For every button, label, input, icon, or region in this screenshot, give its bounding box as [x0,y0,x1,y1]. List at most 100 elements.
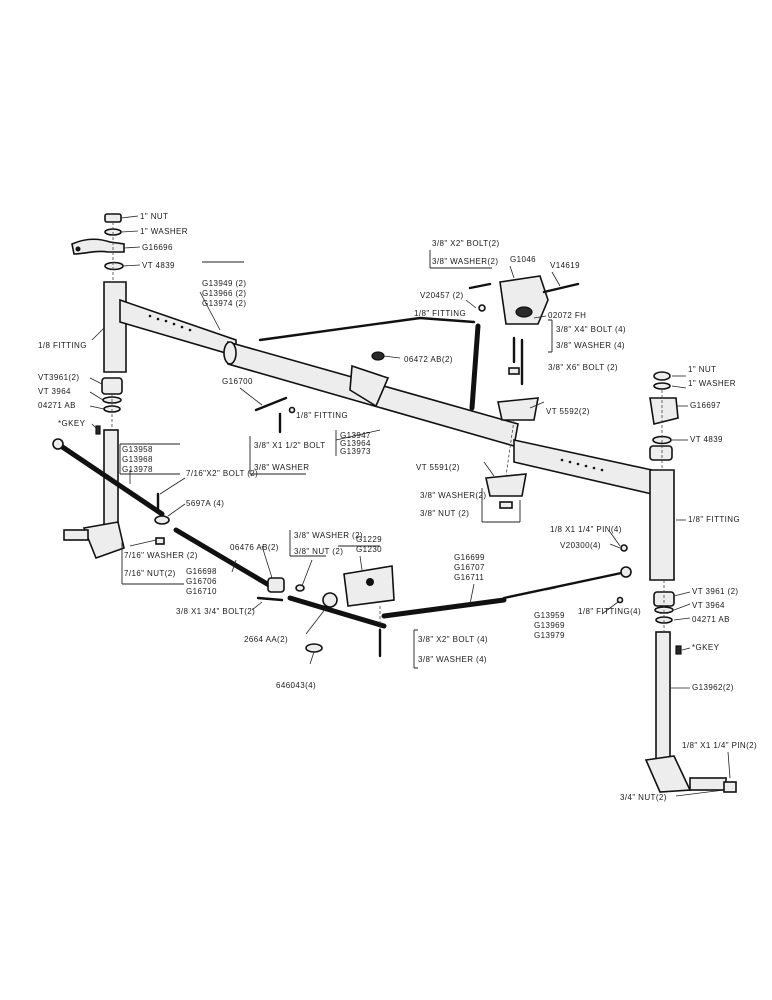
boot-646043 [305,643,323,653]
left-bushing [101,377,123,395]
upper-brace [258,316,422,342]
drag-06476-clamp [267,577,285,593]
label-tube-r-1: G16699 [454,553,485,562]
vertical-strut [469,323,481,411]
right-bushing [653,591,675,607]
label-washer-4: 3/8" WASHER (4) [556,341,625,350]
right-key [675,645,682,655]
right-top-collar [649,445,673,461]
radius-rod-bracket [349,364,390,408]
center-beam-assembly [223,316,519,448]
label-pin-2: 1/8" X1 1/4" PIN(2) [682,741,757,750]
label-arm-right: G16697 [690,401,721,410]
pivot-clamp-vt5591 [485,473,527,497]
left-spindle-knuckle [82,521,125,560]
label-center-1: G13947 [340,431,371,440]
label-bolt-top-c: 3/8" X2" BOLT(2) [432,239,500,248]
label-v14619: V14619 [550,261,580,270]
right-spindle-shaft [655,631,671,763]
label-plate-1: G1229 [356,535,382,544]
right-spindle-stub [689,777,727,791]
left-steering-arm [71,238,125,255]
drag-washer [295,584,305,592]
label-bolt-1-3-4: 3/8 X1 3/4" BOLT(2) [176,607,255,616]
label-washer-plate: 3/8" WASHER (4) [418,655,487,664]
label-drag-2: G16706 [186,577,217,586]
label-vt4839-left: VT 4839 [142,261,175,270]
threaded-tie-rod-end [287,595,387,629]
label-axle-left-2: G13966 (2) [202,289,246,298]
plate-g1229 [343,565,395,607]
right-top-nut [653,371,671,381]
pin-g16700 [254,396,288,412]
pivot-fitting [478,304,486,312]
label-vt4839-right: VT 4839 [690,435,723,444]
label-nut-bottom-right: 3/4" NUT(2) [620,793,667,802]
pivot-washer [508,367,520,375]
right-steering-arm [649,397,679,425]
label-nut-7-16: 7/16" NUT(2) [124,569,176,578]
label-gkey-left: *GKEY [58,419,86,428]
label-g16700: G16700 [222,377,253,386]
label-06476: 06476 AB(2) [230,543,279,552]
label-vt3961-left: VT3961(2) [38,373,79,382]
right-axle-assembly [513,371,737,793]
label-washer-drag: 3/8" WASHER (2) [294,531,363,540]
label-bolt-7-16: 7/16"X2" BOLT (2) [186,469,258,478]
pin-v14619 [542,282,580,294]
label-drag-1: G16698 [186,567,217,576]
label-washer-mid: 3/8" WASHER(2) [420,491,486,500]
right-rod-fitting [616,596,624,604]
label-tie-left-2: G13968 [122,455,153,464]
label-2664: 2664 AA(2) [244,635,288,644]
right-axle-holes [560,458,604,472]
label-bolt-plate: 3/8" X2" BOLT (4) [418,635,488,644]
label-04271-right: 04271 AB [692,615,730,624]
drag-link-tube [173,527,277,591]
label-washer-top-c: 3/8" WASHER(2) [432,257,498,266]
label-04271-left: 04271 AB [38,401,76,410]
left-axle-holes [148,314,192,332]
label-vt5591: VT 5591(2) [416,463,460,472]
label-washer-center: 3/8" WASHER [254,463,309,472]
label-nut-drag: 3/8" NUT (2) [294,547,343,556]
right-axle-extension [513,439,653,496]
label-drag-3: G16710 [186,587,217,596]
label-v20300: V20300(4) [560,541,601,550]
pivot-nut [499,501,513,509]
ball-joint-2664 [322,592,338,608]
label-arm-left: G16696 [142,243,173,252]
label-fitting-right: 1/8" FITTING [688,515,740,524]
right-rod-end [620,566,632,578]
label-fitting-4: 1/8" FITTING(4) [578,607,641,616]
label-bolt-6: 3/8" X6" BOLT (2) [548,363,618,372]
label-nut-top-right: 1" NUT [688,365,716,374]
right-pin [620,544,628,552]
label-pin-4: 1/8 X1 1/4" PIN(4) [550,525,622,534]
label-fitting-left: 1/8 FITTING [38,341,87,350]
label-center-2: G13964 [340,439,371,448]
label-tie-left-1: G13958 [122,445,153,454]
label-bolt-4: 3/8" X4" BOLT (4) [556,325,626,334]
label-06472: 06472 AB(2) [404,355,453,364]
left-tie-rod [55,441,165,517]
label-fitting-top-c: 1/8" FITTING [414,309,466,318]
label-center-3: G13973 [340,447,371,456]
label-tube-r-2: G16707 [454,563,485,572]
label-plate-2: G1230 [356,545,382,554]
drag-bolt [256,596,284,602]
label-axle-left-1: G13949 (2) [202,279,246,288]
right-tie-tube [381,597,507,619]
label-tie-r-2: G13969 [534,621,565,630]
left-7-16-nut [155,537,165,545]
left-axle-upright [103,281,127,373]
label-washer-top-left: 1" WASHER [140,227,188,236]
label-5697a: 5697A (4) [186,499,224,508]
right-axle-upright [649,469,675,581]
left-spindle-stub [63,529,89,541]
pivot-clamp-vt5592 [497,397,539,421]
left-key [95,425,101,435]
right-top-washer [653,382,671,390]
label-vt3961-right: VT 3961 (2) [692,587,739,596]
pivot-top-bolt [468,282,492,290]
